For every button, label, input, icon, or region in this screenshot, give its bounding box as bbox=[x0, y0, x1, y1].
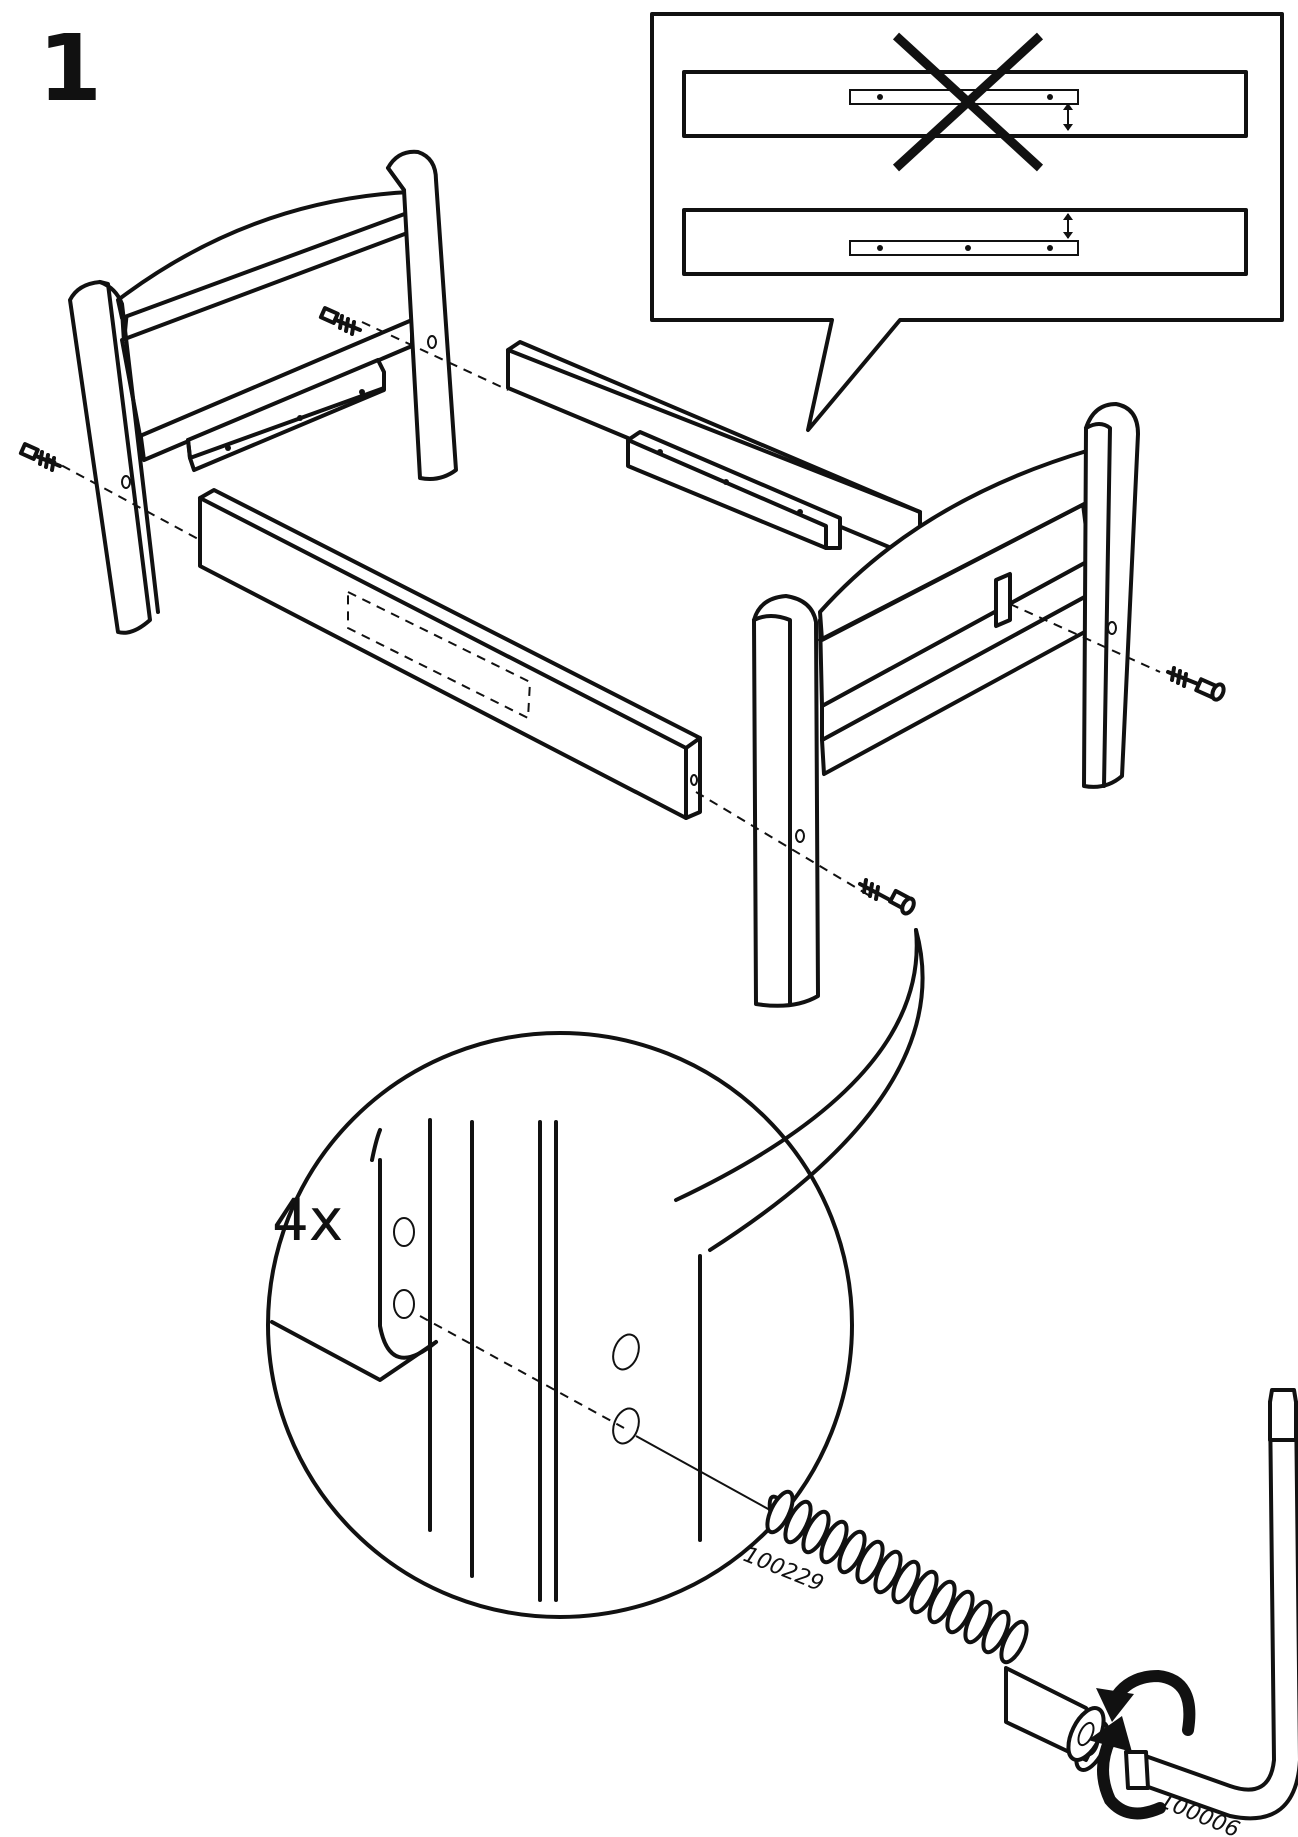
assembly-guides bbox=[47, 321, 1161, 897]
screw-small-right bbox=[1166, 666, 1226, 702]
cross-mark-icon bbox=[892, 32, 1044, 172]
allen-key-part-number: 100006 bbox=[1156, 1788, 1243, 1837]
footboard-right bbox=[752, 402, 1140, 1008]
quantity-label: 4x bbox=[272, 1186, 343, 1254]
zoom-callout: 4x bbox=[266, 928, 925, 1619]
screw-small-back bbox=[318, 306, 362, 336]
side-rail-front bbox=[198, 488, 702, 820]
double-arrow-icon bbox=[1063, 213, 1073, 239]
double-arrow-icon bbox=[1063, 103, 1073, 131]
orientation-detail-callout bbox=[650, 12, 1284, 432]
screw-small-left bbox=[18, 442, 62, 472]
step-number: 1 bbox=[38, 15, 102, 122]
headboard-left bbox=[68, 149, 458, 635]
screw-thread bbox=[765, 1489, 1029, 1665]
screw-100229: 100229 bbox=[740, 1489, 1110, 1772]
allen-key-100006: 100006 bbox=[1124, 1388, 1298, 1837]
rotation-arrow-icon bbox=[1088, 1669, 1196, 1820]
screw-small-front bbox=[858, 878, 916, 916]
side-rail-back bbox=[506, 340, 922, 562]
correct-orientation-panel bbox=[682, 208, 1248, 276]
wrong-orientation-panel bbox=[682, 32, 1248, 172]
